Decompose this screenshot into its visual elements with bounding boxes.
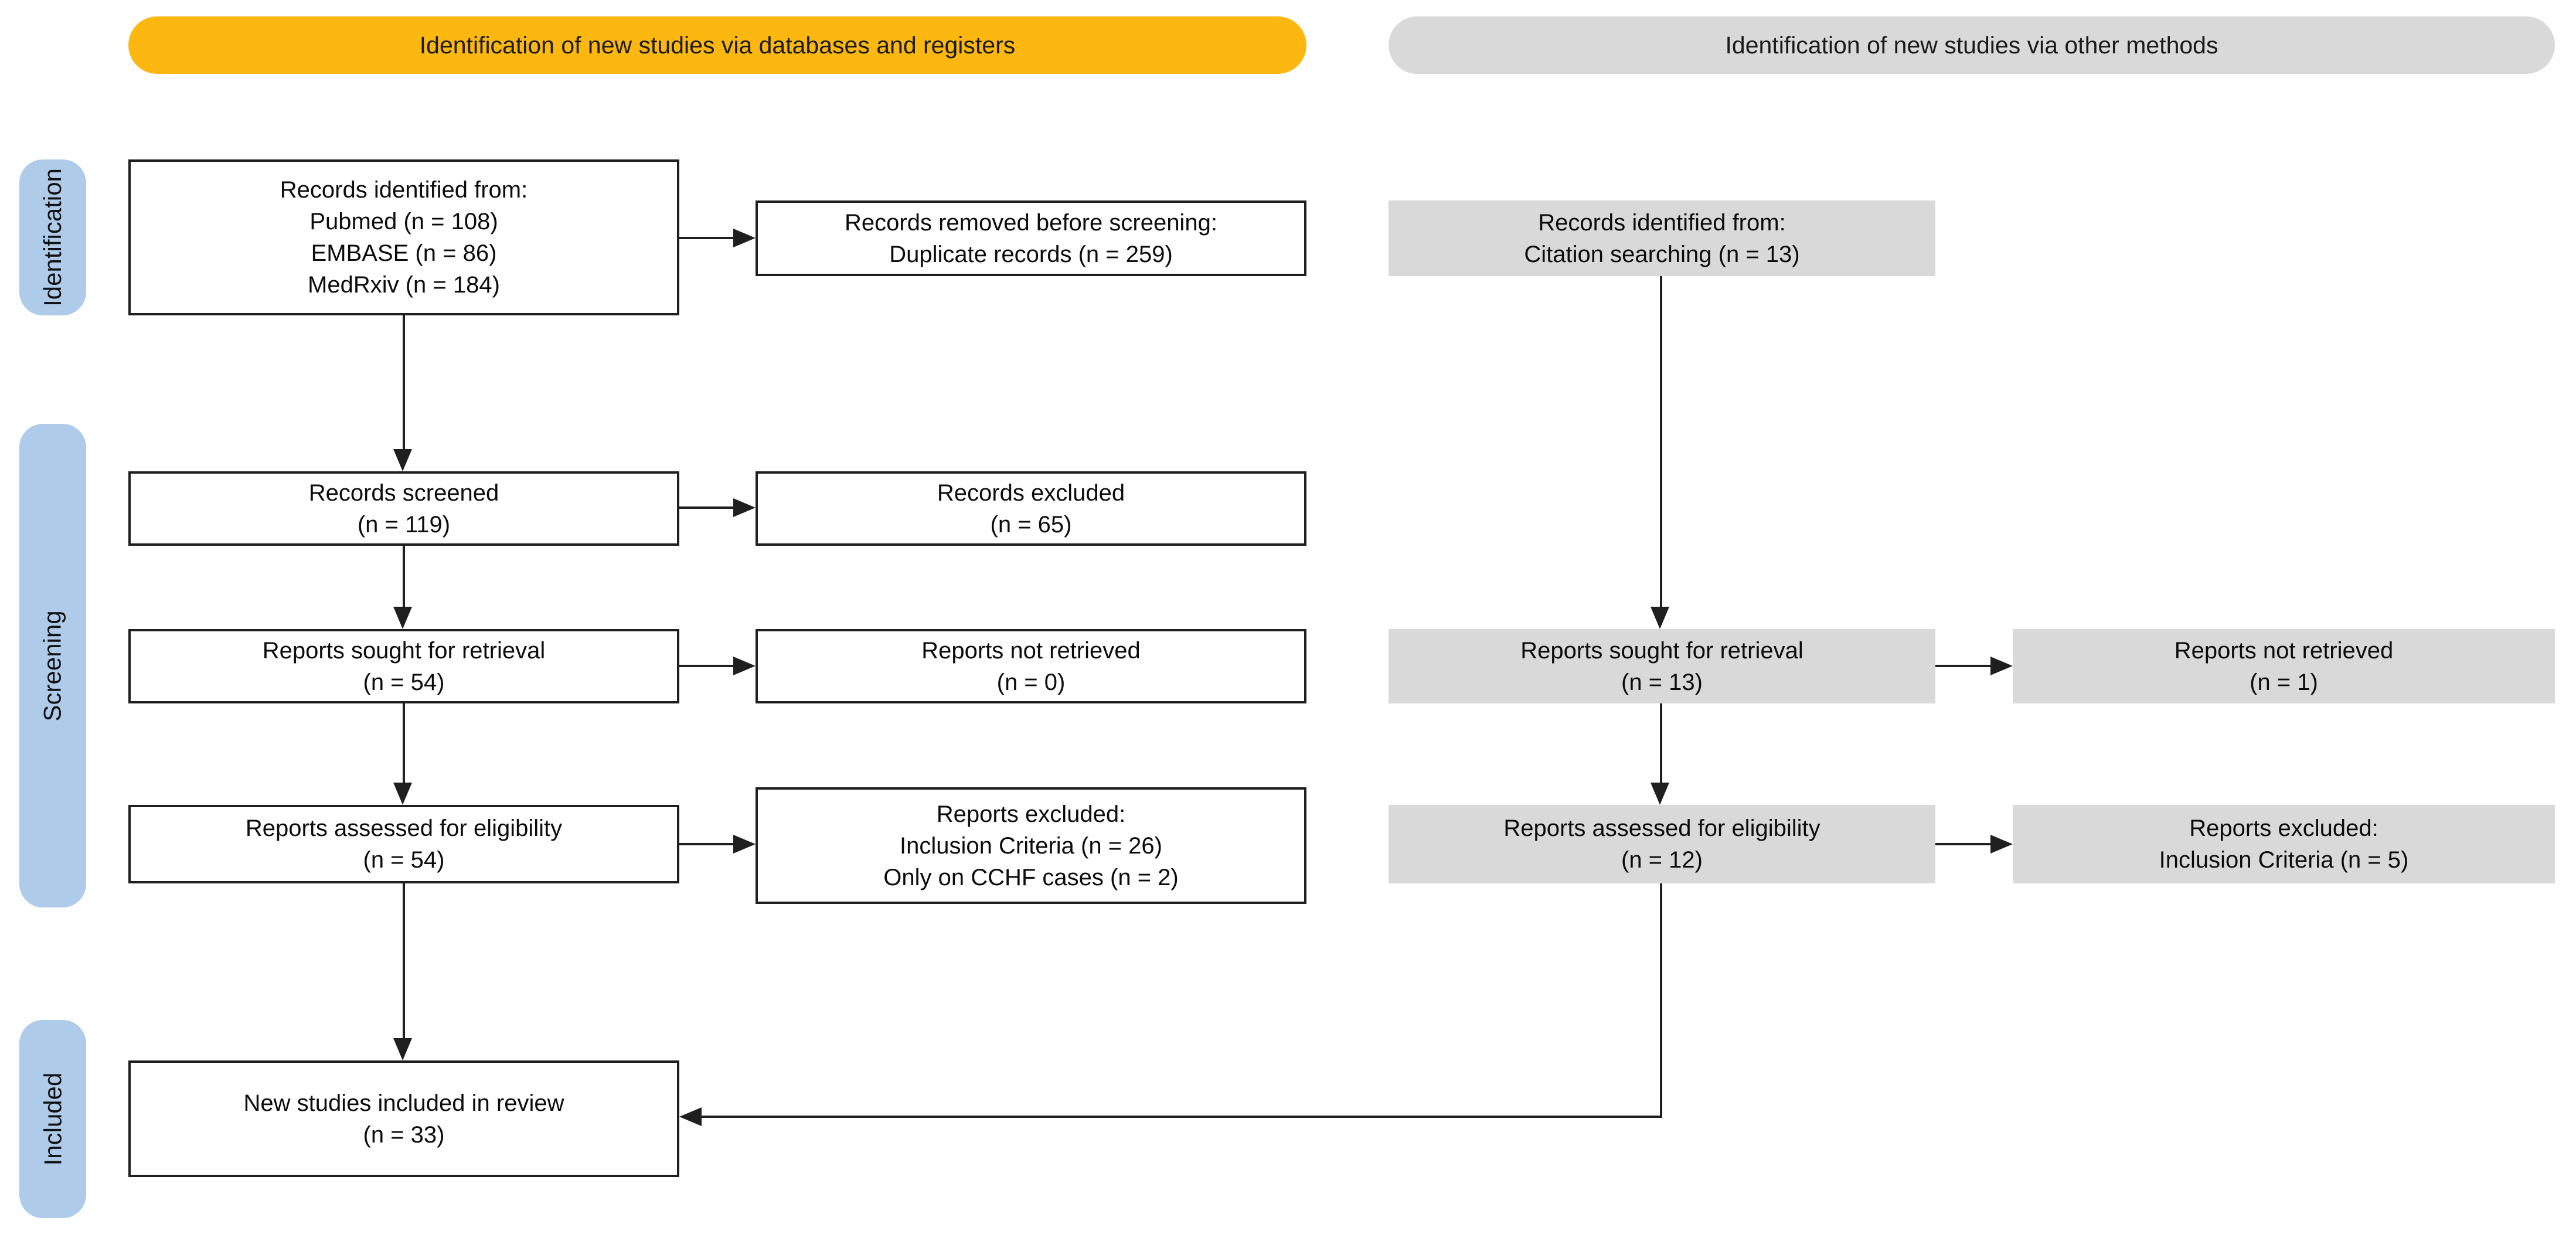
stage-identification-label: Identification <box>39 168 67 307</box>
arrow-sought-to-assessed-line <box>403 703 405 783</box>
arrow-identified-to-screened-head <box>393 449 412 471</box>
arrow-identified-to-removed-line <box>679 237 734 239</box>
stage-screening: Screening <box>19 424 86 907</box>
reports-assessed-box: Reports assessed for eligibility (n = 54… <box>128 805 679 883</box>
stage-included-label: Included <box>39 1072 67 1166</box>
other-reports-assessed-box: Reports assessed for eligibility (n = 12… <box>1389 805 1935 883</box>
arrow-citation-to-sought-head <box>1651 607 1669 629</box>
stage-screening-label: Screening <box>39 610 66 722</box>
arrow-citation-to-sought-line <box>1660 276 1662 607</box>
arrow-assessed-to-excluded-line <box>679 843 734 845</box>
other-reports-excluded-box: Reports excluded: Inclusion Criteria (n … <box>2013 805 2555 883</box>
records-identified-box: Records identified from: Pubmed (n = 108… <box>128 159 679 315</box>
arrow-sought-to-notretrieved-line <box>679 665 734 667</box>
records-removed-box: Records removed before screening: Duplic… <box>756 200 1306 276</box>
stage-identification: Identification <box>19 159 86 315</box>
arrow-other-sought-to-notretrieved-line <box>1935 665 1992 667</box>
arrow-screened-to-excluded-head <box>733 498 756 517</box>
arrow-sought-to-assessed-head <box>393 783 412 805</box>
arrow-other-assessed-to-excluded-line <box>1935 843 1992 845</box>
arrow-other-assessed-to-included-head <box>679 1107 702 1126</box>
reports-excluded-box: Reports excluded: Inclusion Criteria (n … <box>756 787 1306 904</box>
stage-included: Included <box>19 1020 86 1218</box>
citation-searching-box: Records identified from: Citation search… <box>1389 200 1935 276</box>
arrow-other-assessed-to-excluded-head <box>1990 835 2013 854</box>
banner-databases-registers: Identification of new studies via databa… <box>128 16 1306 74</box>
arrow-assessed-to-excluded-head <box>733 835 756 854</box>
new-studies-included-box: New studies included in review (n = 33) <box>128 1060 679 1177</box>
arrow-other-assessed-to-included-hline <box>702 1116 1662 1118</box>
records-excluded-box: Records excluded (n = 65) <box>756 471 1306 546</box>
arrow-identified-to-screened-line <box>403 315 405 450</box>
reports-not-retrieved-box: Reports not retrieved (n = 0) <box>756 629 1306 703</box>
other-reports-not-retrieved-box: Reports not retrieved (n = 1) <box>2013 629 2555 703</box>
records-screened-box: Records screened (n = 119) <box>128 471 679 546</box>
arrow-other-sought-to-assessed-line <box>1660 703 1662 783</box>
arrow-assessed-to-included-head <box>393 1038 412 1060</box>
arrow-screened-to-excluded-line <box>679 506 734 509</box>
arrow-sought-to-notretrieved-head <box>733 657 756 675</box>
other-reports-sought-box: Reports sought for retrieval (n = 13) <box>1389 629 1935 703</box>
arrow-other-sought-to-notretrieved-head <box>1990 657 2013 675</box>
arrow-identified-to-removed-head <box>733 229 756 247</box>
arrow-assessed-to-included-line <box>403 883 405 1039</box>
reports-sought-box: Reports sought for retrieval (n = 54) <box>128 629 679 703</box>
banner-other-methods: Identification of new studies via other … <box>1389 16 2555 74</box>
arrow-screened-to-sought-line <box>403 546 405 607</box>
arrow-other-sought-to-assessed-head <box>1651 783 1669 805</box>
arrow-other-assessed-to-included-vline <box>1660 883 1662 1118</box>
arrow-screened-to-sought-head <box>393 607 412 629</box>
